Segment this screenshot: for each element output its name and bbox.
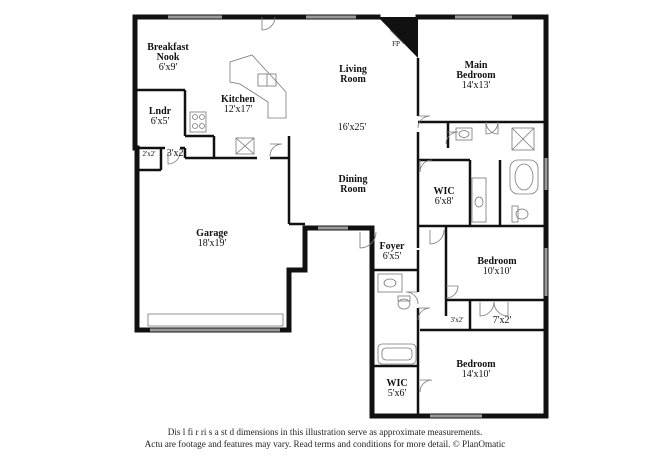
living-dining-size: 16'x25' — [338, 122, 367, 133]
windows — [150, 15, 548, 418]
bedroom-3-label: Bedroom — [456, 359, 496, 370]
main-bedroom-label-1: Main — [465, 60, 488, 71]
dining-room-label-1: Dining — [339, 174, 368, 185]
closet-3x2-hall-size: 3'x2' — [167, 148, 186, 159]
interior-walls — [135, 58, 546, 416]
wic-main-label: WIC — [433, 186, 454, 197]
garage-size: 18'x19' — [198, 238, 227, 249]
bedroom-2-label: Bedroom — [477, 256, 517, 267]
room-labels: Breakfast Nook 6'x9' Kitchen 12'x17' Lnd… — [142, 42, 517, 399]
closet-2x2-size: 2'x2' — [142, 150, 155, 158]
laundry-label: Lndr — [149, 106, 172, 117]
breakfast-nook-label-2: Nook — [157, 52, 180, 63]
closet-7x2-size: 7'x2' — [493, 315, 512, 326]
main-bedroom-label-2: Bedroom — [456, 70, 496, 81]
bedroom-2-size: 10'x10' — [483, 266, 512, 277]
wic-2-size: 5'x6' — [388, 388, 407, 399]
living-room-label-2: Room — [340, 74, 366, 85]
kitchen-size: 12'x17' — [224, 104, 253, 115]
foyer-size: 6'x5' — [383, 251, 402, 262]
living-room-label-1: Living — [339, 64, 367, 75]
disclaimer-line-2: Actu are footage and features may vary. … — [144, 439, 506, 449]
garage-label: Garage — [196, 228, 228, 239]
disclaimer-line-1: Dis l fi r ri s a st d dimensions in thi… — [167, 427, 483, 437]
bedroom-3-size: 14'x10' — [462, 369, 491, 380]
main-bedroom-size: 14'x13' — [462, 80, 491, 91]
fireplace-label: FP — [392, 40, 400, 48]
garage-door — [147, 313, 284, 327]
dining-room-label-2: Room — [340, 184, 366, 195]
wic-main-size: 6'x8' — [435, 196, 454, 207]
fixtures — [189, 54, 539, 365]
wic-2-label: WIC — [386, 378, 407, 389]
breakfast-nook-size: 6'x9' — [159, 62, 178, 73]
doors — [167, 16, 509, 393]
breakfast-nook-label-1: Breakfast — [147, 42, 189, 53]
kitchen-label: Kitchen — [221, 94, 255, 105]
foyer-label: Foyer — [380, 241, 406, 252]
laundry-size: 6'x5' — [151, 116, 170, 127]
closet-3x2-size: 3'x2' — [450, 316, 463, 324]
